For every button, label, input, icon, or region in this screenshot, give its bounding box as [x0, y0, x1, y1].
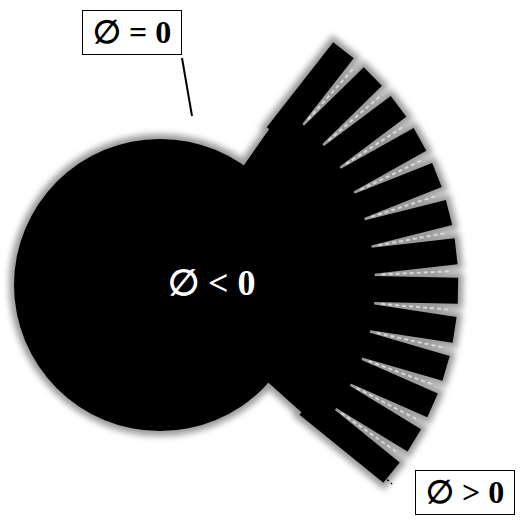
label-box: ∅ = 0 — [82, 10, 182, 55]
leader-line — [182, 58, 192, 116]
domain-shape — [14, 42, 458, 482]
box-text: ∅ > 0 — [426, 475, 504, 510]
box-text: ∅ = 0 — [93, 15, 171, 50]
finger-slits — [308, 69, 450, 452]
boundary-halo — [14, 42, 458, 482]
leader-line — [336, 432, 392, 484]
region-label: ∅ < 0 — [168, 262, 256, 304]
label-box: ∅ > 0 — [415, 470, 515, 515]
